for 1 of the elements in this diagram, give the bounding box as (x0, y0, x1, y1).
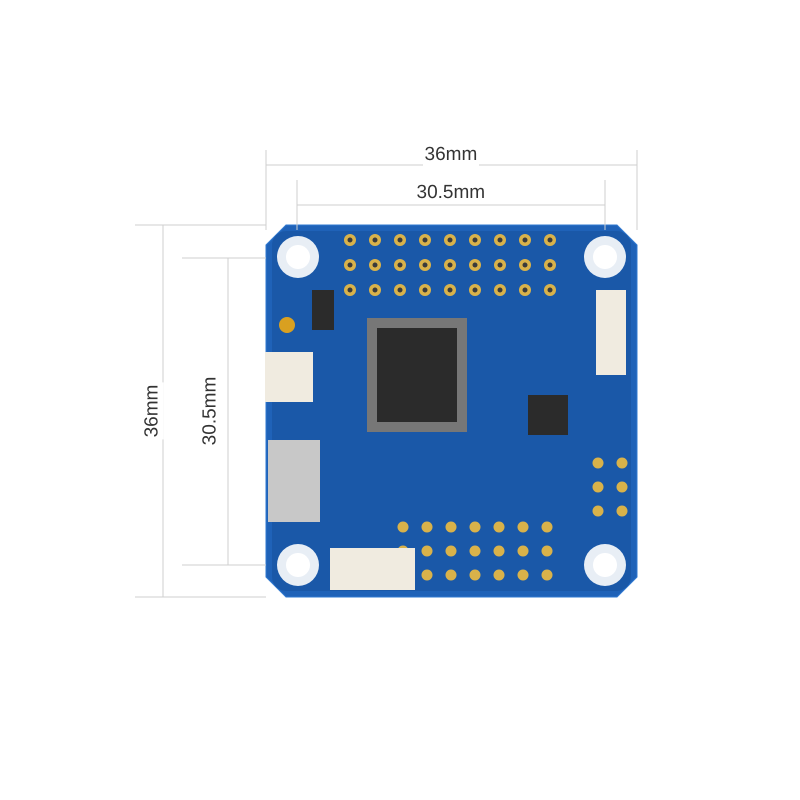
dimension-label: 36mm (422, 144, 480, 166)
